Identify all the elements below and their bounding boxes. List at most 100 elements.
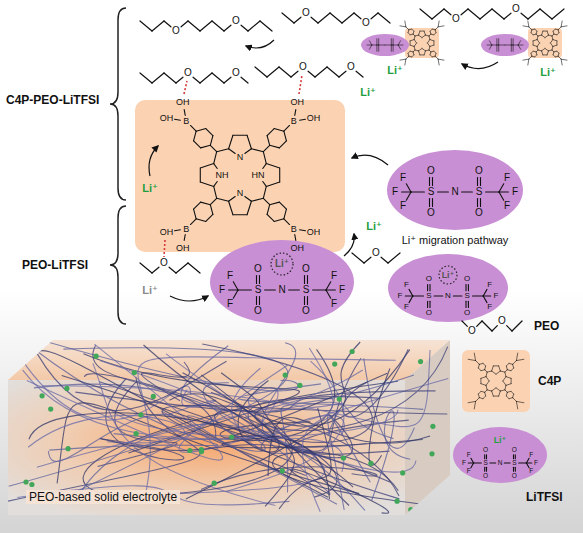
peo-chain	[318, 13, 330, 23]
li-ion: Li⁺	[275, 259, 289, 269]
bond-line	[550, 43, 552, 46]
curly-bracket	[110, 206, 126, 324]
bond-line	[414, 43, 416, 46]
atom-label: O	[475, 166, 483, 176]
bond-line	[270, 145, 280, 148]
li-ion: Li⁺	[360, 87, 376, 98]
bond-line	[472, 295, 483, 296]
bond-line	[561, 59, 567, 60]
hydrogen-bonds	[164, 75, 302, 257]
bond-line	[238, 289, 251, 290]
atom-label: S	[483, 460, 487, 467]
atom-label: O	[426, 309, 432, 317]
bond-line	[233, 214, 247, 215]
bond-line	[267, 136, 270, 146]
bond-line	[410, 34, 413, 36]
bond-line	[503, 377, 506, 381]
bond-line	[413, 50, 415, 52]
peo-chain	[552, 9, 564, 19]
double-bond	[477, 199, 478, 207]
bond-line	[406, 27, 409, 30]
polymer-fiber	[28, 415, 185, 447]
peo-chain	[378, 13, 390, 23]
bond-line	[509, 363, 513, 365]
bond-line	[200, 168, 201, 182]
peo-chain	[480, 9, 492, 19]
atom-label: F	[504, 201, 510, 211]
peo-chain	[482, 321, 492, 331]
bond-line	[414, 40, 416, 43]
bond-line	[438, 59, 444, 60]
bond-line	[201, 202, 211, 205]
polymer-fiber	[100, 361, 260, 432]
polymer-fiber	[23, 370, 344, 472]
peo-chain	[339, 71, 346, 77]
bond-line	[506, 366, 508, 370]
double-bond	[432, 178, 433, 186]
peo-chain	[315, 67, 327, 77]
lithium-dot	[48, 407, 53, 412]
double-bond	[498, 45, 499, 51]
bond-line	[413, 52, 415, 55]
lithium-dot	[138, 412, 143, 417]
migration-arrow	[352, 155, 388, 165]
bond-line	[284, 219, 290, 225]
atom-label: F	[404, 281, 409, 289]
bond-line	[558, 56, 561, 59]
polymer-fiber	[85, 374, 337, 497]
lithium-dot	[341, 456, 346, 461]
bond-line	[536, 34, 538, 36]
bond-line	[413, 34, 415, 36]
peo-chain	[364, 257, 371, 263]
bond-line	[284, 131, 287, 141]
double-bond	[486, 467, 487, 471]
bond-line	[194, 209, 197, 219]
bond-line	[420, 54, 424, 55]
atom-label: OH	[176, 97, 190, 106]
bond-line	[523, 59, 529, 60]
bond-line	[434, 33, 436, 35]
lithium-dot	[280, 468, 285, 473]
double-bond	[468, 284, 469, 290]
polymer-fiber	[37, 354, 226, 411]
double-bond	[427, 284, 428, 290]
atom-label: S	[465, 292, 470, 300]
atom-label: F	[331, 271, 337, 281]
pathway-label: Li⁺ migration pathway	[402, 235, 509, 246]
bond-line	[547, 51, 548, 55]
bond-line	[533, 51, 536, 53]
bond-line	[194, 141, 201, 148]
bond-line	[552, 50, 554, 52]
bond-line	[430, 52, 432, 55]
bond-line	[512, 364, 514, 368]
lithium-dot	[199, 447, 204, 452]
bond-line	[548, 50, 552, 52]
atom-label: O	[299, 62, 307, 72]
bond-line	[431, 51, 434, 53]
litfsi-ellipse	[387, 150, 523, 230]
bond-line	[486, 385, 487, 390]
bond-line	[483, 396, 486, 399]
bond-line	[284, 209, 287, 219]
atom-label: O	[512, 447, 517, 454]
bond-line	[561, 21, 562, 27]
bond-line	[233, 290, 238, 298]
lithium-dot	[283, 373, 288, 378]
double-bond	[432, 199, 433, 207]
atom-label: F	[467, 468, 471, 475]
bond-line	[398, 41, 400, 45]
bond-line	[526, 463, 529, 468]
bond-line	[553, 40, 557, 41]
peo-chain	[164, 73, 176, 83]
peo-chain	[468, 9, 480, 19]
bond-line	[537, 40, 539, 43]
peo-chain	[152, 267, 159, 273]
double-bond	[391, 45, 392, 51]
lithium-dot	[187, 448, 192, 453]
bond-line	[266, 164, 279, 168]
curly-bracket	[110, 8, 126, 200]
bond-line	[533, 41, 534, 45]
bond-line	[326, 290, 331, 298]
bond-line	[402, 191, 411, 192]
atom-label: OH	[290, 244, 304, 253]
